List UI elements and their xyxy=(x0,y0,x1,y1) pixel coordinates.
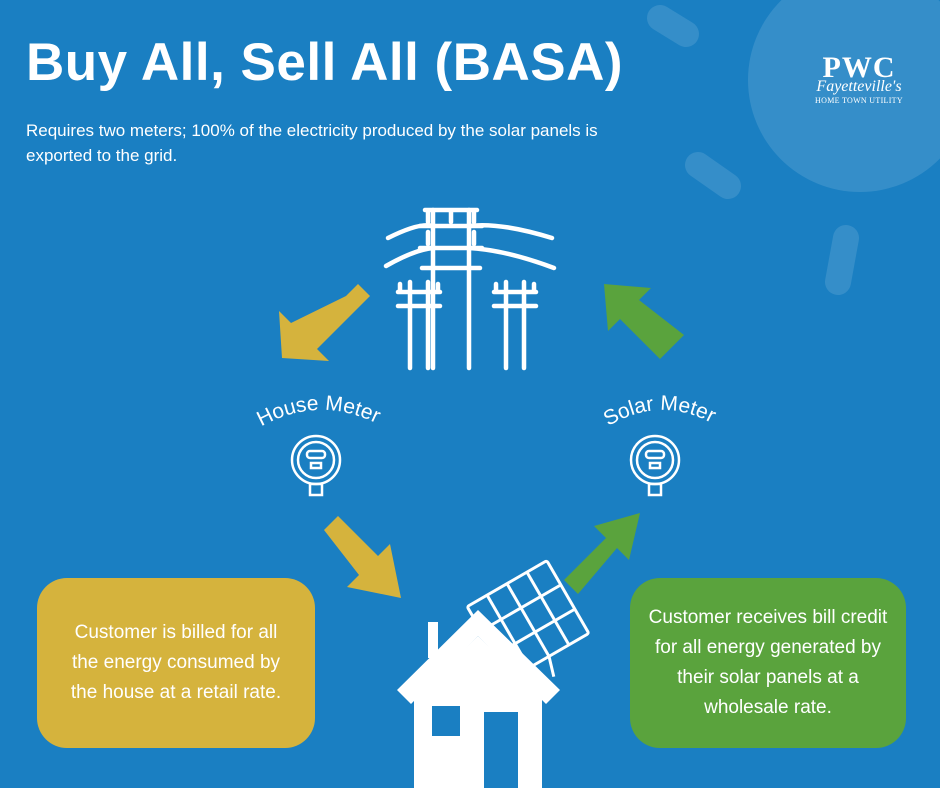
house-billing-text: Customer is billed for all the energy co… xyxy=(70,622,282,703)
solar-meter-label: Solar Meter xyxy=(600,392,720,431)
solar-credit-callout: Customer receives bill credit for all en… xyxy=(630,578,906,748)
arrow-meter-to-house xyxy=(324,516,401,598)
pwc-logo: PWC Fayetteville's HOME TOWN UTILITY xyxy=(800,52,918,114)
solar-meter-icon xyxy=(629,434,681,497)
arrow-grid-from-solar xyxy=(604,284,684,359)
solar-credit-text: Customer receives bill credit for all en… xyxy=(648,607,888,718)
logo-brand: PWC xyxy=(822,51,896,84)
page-subtitle: Requires two meters; 100% of the electri… xyxy=(26,121,598,165)
house-icon xyxy=(397,610,560,788)
house-billing-callout: Customer is billed for all the energy co… xyxy=(37,578,315,748)
solar-panel-icon xyxy=(466,559,590,681)
arrow-solar-to-meter xyxy=(564,513,640,594)
logo-city: Fayetteville's xyxy=(816,78,902,95)
house-meter-icon xyxy=(290,434,342,497)
logo-tagline: HOME TOWN UTILITY xyxy=(815,96,903,105)
power-lines-icon xyxy=(383,207,557,371)
house-meter-label: House Meter xyxy=(253,392,384,431)
page-title: Buy All, Sell All (BASA) xyxy=(26,33,624,92)
arrow-grid-to-house xyxy=(279,284,370,361)
